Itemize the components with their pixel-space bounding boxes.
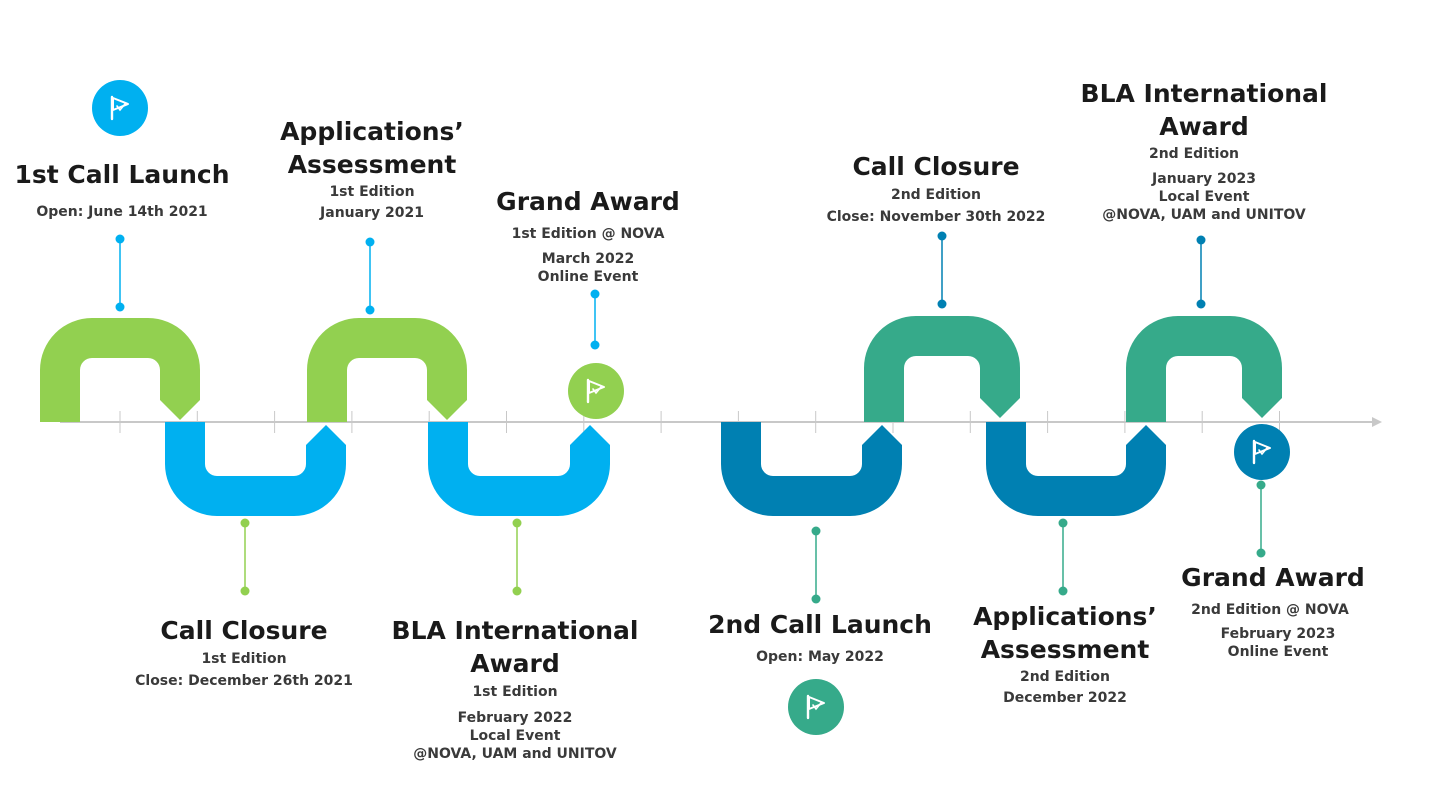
connector-first-call-closure [240,518,250,596]
arch-green-2 [307,318,467,422]
milestone-first-bla-international-award: BLA International Award 1st Edition Febr… [392,614,639,763]
milestone-title: Award [1159,112,1249,141]
milestone-detail: February 2023 [1220,626,1336,642]
milestone-second-call-closure: Call Closure 2nd Edition Close: November… [827,150,1046,226]
milestone-detail: Close: December 26th 2021 [135,673,353,689]
milestone-detail: 2nd Edition [890,187,982,203]
milestone-detail: Close: November 30th 2022 [826,209,1046,225]
milestone-detail: Open: June 14th 2021 [36,204,208,220]
milestone-detail: Open: May 2022 [756,649,884,665]
milestone-second-bla-international-award: BLA International Award 2nd Edition Janu… [1081,77,1328,224]
connector-first-bla-award [512,518,522,596]
trough-lightblue-1 [165,422,346,516]
milestone-detail: 2nd Edition [1019,669,1111,685]
milestone-second-applications-assessment: Applications’ Assessment 2nd Edition Dec… [973,600,1157,707]
milestone-detail: @NOVA, UAM and UNITOV [1102,207,1306,223]
milestone-detail: 1st Edition [201,651,287,667]
milestone-title: BLA International [391,616,639,645]
connector-first-call-launch [115,234,125,312]
connector-second-applications-assessment [1058,518,1068,596]
milestone-title: Applications’ [973,602,1157,631]
timeline-arrowhead [1372,417,1382,427]
flag-icon [568,363,624,419]
milestone-title: Assessment [287,150,457,179]
milestone-first-call-closure: Call Closure 1st Edition Close: December… [135,614,353,690]
milestone-title: Applications’ [280,117,464,146]
milestone-title: Grand Award [1181,563,1365,592]
milestone-detail: 1st Edition @ NOVA [511,226,665,242]
connector-first-applications-assessment [365,237,375,315]
connector-second-call-closure [937,231,947,309]
milestone-detail: Online Event [1227,644,1329,660]
milestone-first-applications-assessment: Applications’ Assessment 1st Edition Jan… [280,115,464,222]
milestone-second-call-launch: 2nd Call Launch Open: May 2022 [708,608,932,666]
milestone-second-grand-award: Grand Award 2nd Edition @ NOVA February … [1181,561,1365,661]
milestone-title: 1st Call Launch [14,160,230,189]
milestone-detail: @NOVA, UAM and UNITOV [413,746,617,762]
connector-second-bla-award [1196,235,1206,309]
milestone-detail: March 2022 [541,251,635,267]
trough-darkblue-2 [986,422,1166,516]
milestone-detail: Local Event [1158,189,1250,205]
milestone-detail: Online Event [537,269,639,285]
milestone-title: Call Closure [160,616,328,645]
milestone-title: BLA International [1080,79,1328,108]
trough-darkblue-1 [721,422,902,516]
arch-green-1 [40,318,200,422]
arch-teal-1 [864,316,1020,422]
milestone-title: Grand Award [496,187,680,216]
milestone-detail: 1st Edition [329,184,415,200]
milestone-detail: December 2022 [1003,690,1127,706]
milestone-title: 2nd Call Launch [708,610,932,639]
milestone-first-call-launch: 1st Call Launch Open: June 14th 2021 [14,158,229,221]
flag-icon [1234,424,1290,480]
milestone-detail: 2nd Edition [1148,146,1240,162]
milestone-detail: January 2023 [1152,171,1256,187]
milestone-first-grand-award: Grand Award 1st Edition @ NOVA March 202… [496,185,680,286]
flag-icon [788,679,844,735]
connector-first-grand-award [590,289,600,350]
arch-teal-2 [1126,316,1282,422]
flag-icon [92,80,148,136]
milestone-title: Assessment [980,635,1150,664]
milestone-detail: 2nd Edition @ NOVA [1191,602,1349,618]
trough-lightblue-2 [428,422,610,516]
milestone-title: Call Closure [852,152,1020,181]
milestone-detail: January 2021 [320,205,424,221]
milestone-detail: Local Event [469,728,561,744]
connector-second-grand-award [1256,480,1266,558]
milestone-detail: 1st Edition [472,684,558,700]
connector-second-call-launch [811,526,821,604]
milestone-detail: February 2022 [457,710,573,726]
milestone-title: Award [470,649,560,678]
